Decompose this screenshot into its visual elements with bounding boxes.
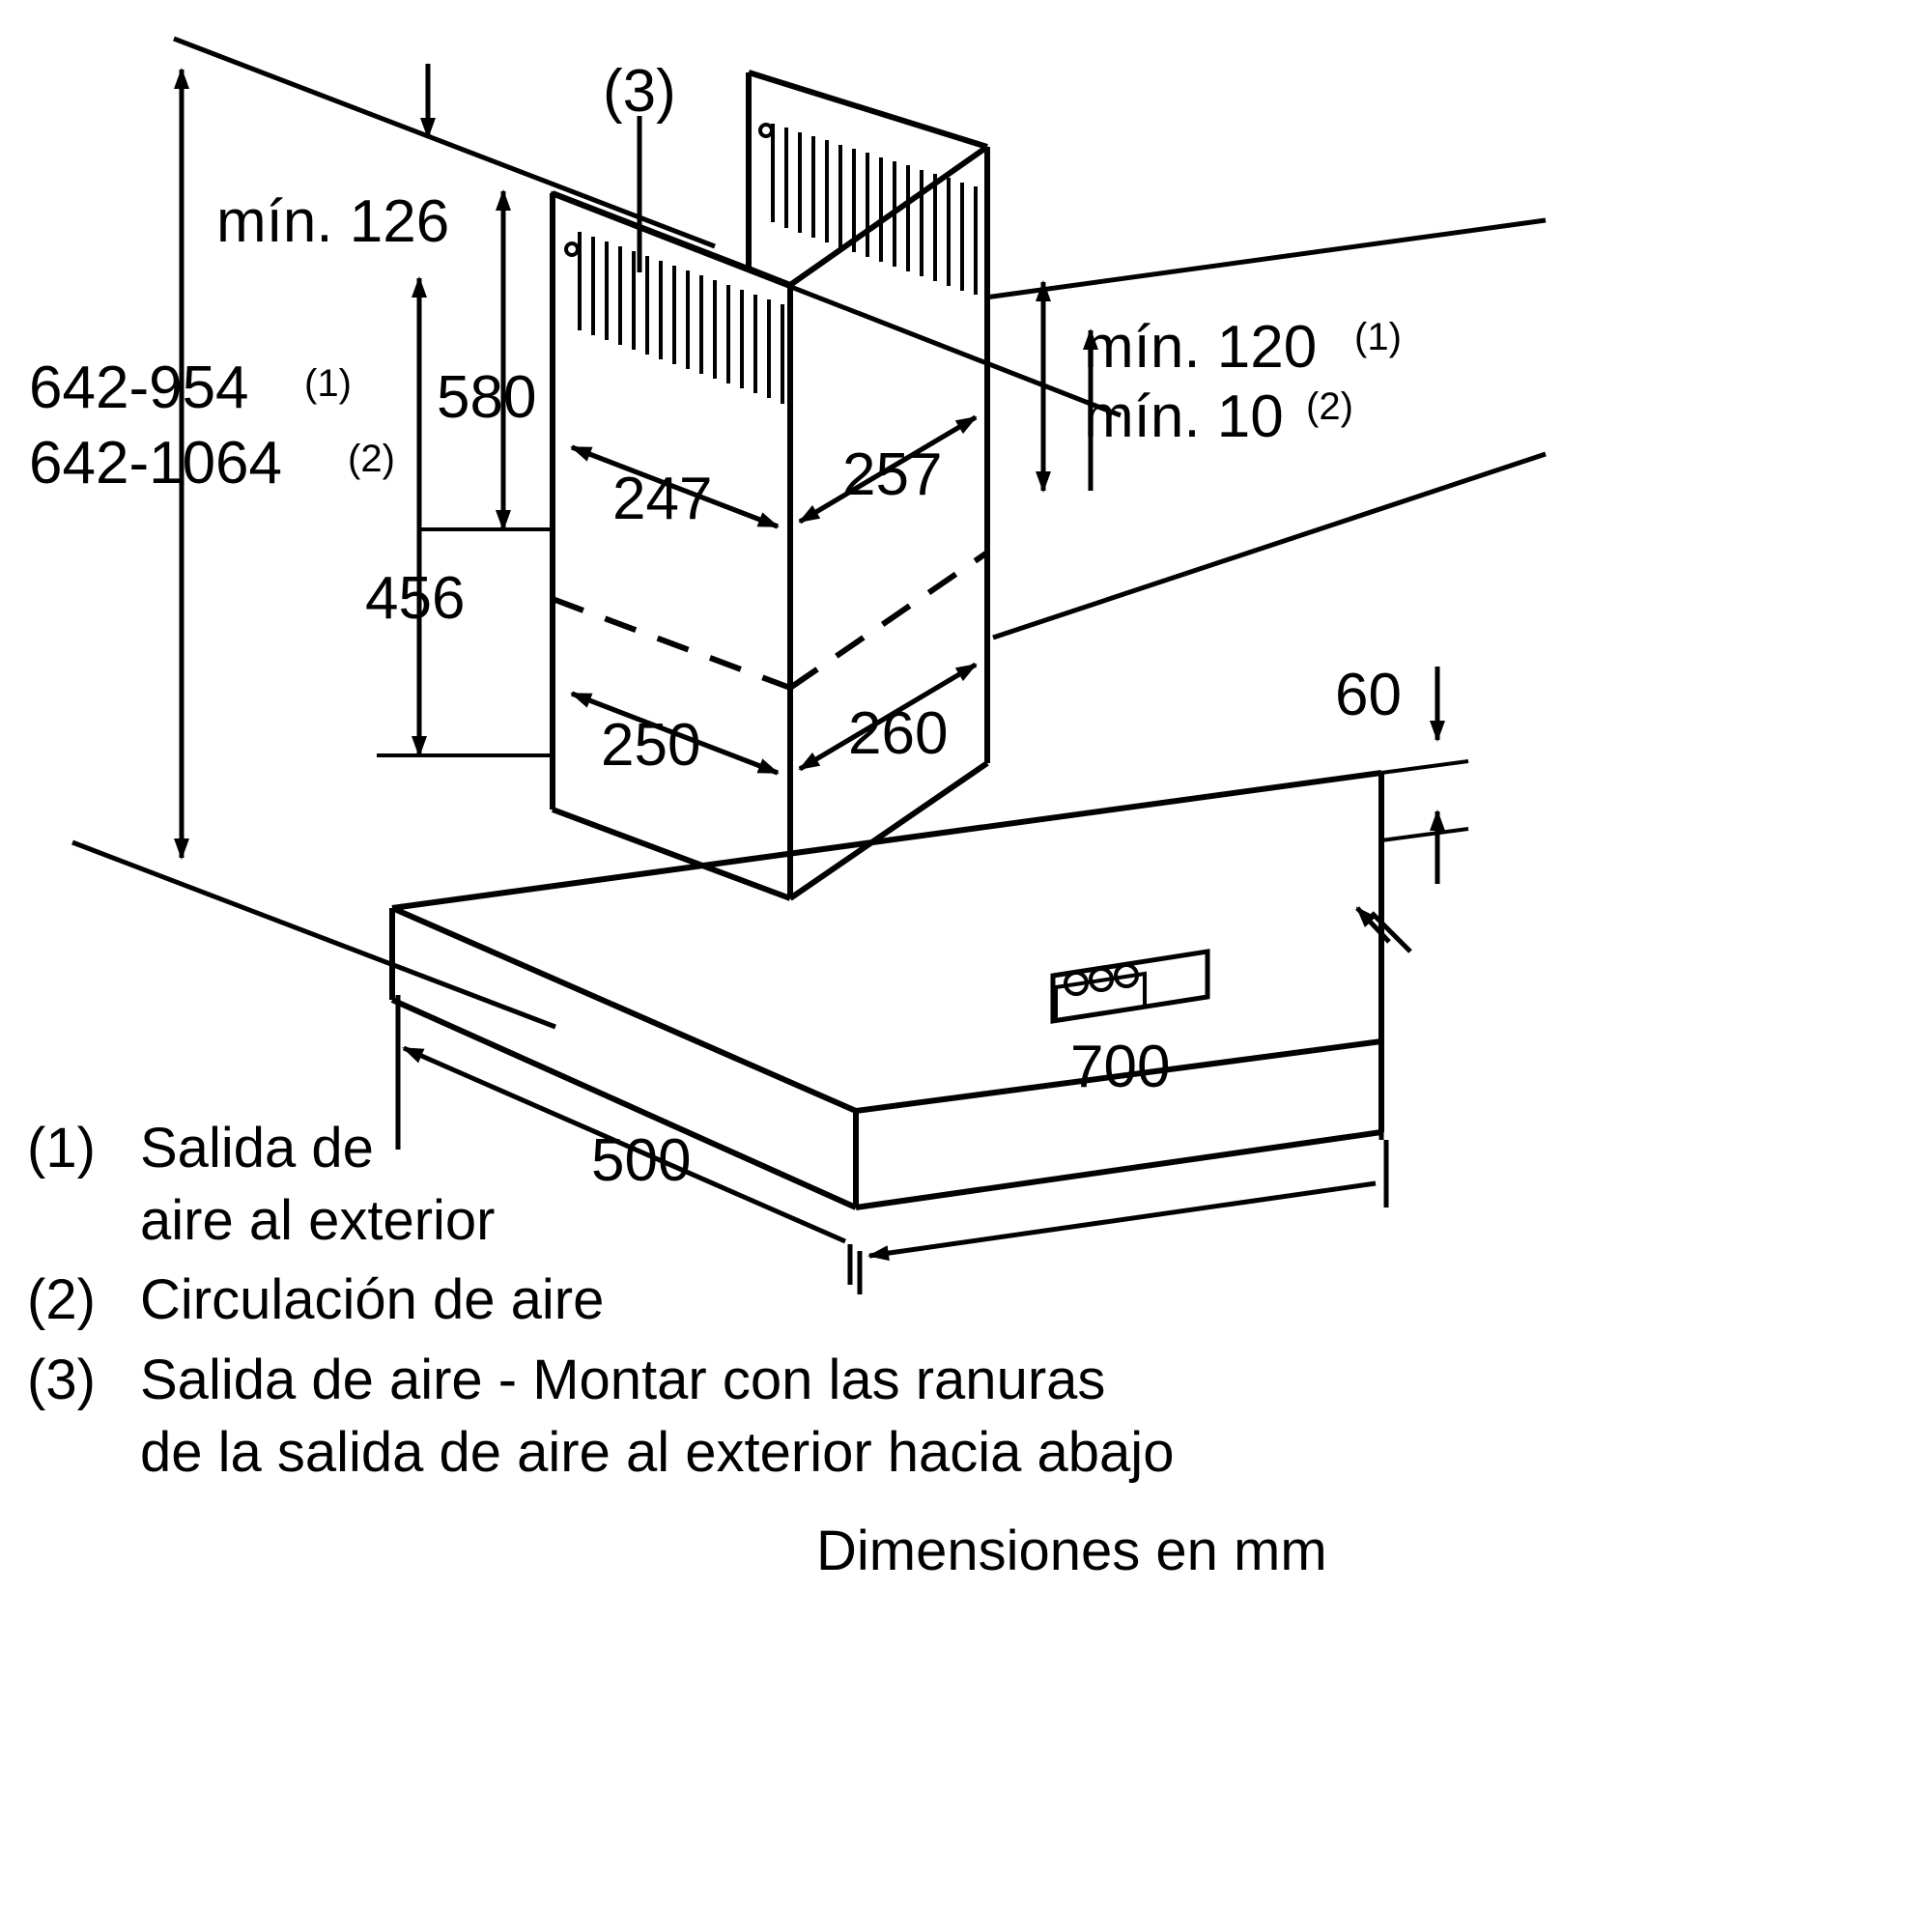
legend-1-line2: aire al exterior — [140, 1189, 495, 1252]
legend-3-line2: de la salida de aire al exterior hacia a… — [140, 1421, 1174, 1484]
units-note: Dimensiones en mm — [816, 1520, 1327, 1582]
label-456: 456 — [365, 565, 465, 632]
legend-2-line1: Circulación de aire — [140, 1268, 604, 1331]
label-260: 260 — [848, 700, 948, 767]
label-total-height-2: 642-1064 — [29, 430, 282, 497]
label-250: 250 — [601, 712, 700, 779]
chimney-upper — [550, 144, 990, 901]
label-247: 247 — [612, 466, 712, 532]
legend-1-line1: Salida de — [140, 1117, 374, 1179]
legend-3-line1: Salida de aire - Montar con las ranuras — [140, 1349, 1105, 1411]
dimline-700 — [857, 911, 1412, 1294]
air-outlet-box — [746, 70, 990, 288]
telescopic-joint-dashed — [551, 550, 989, 691]
label-257: 257 — [842, 441, 942, 508]
control-panel — [1050, 949, 1210, 1024]
label-min-10-sup: (2) — [1306, 385, 1353, 428]
control-button-1[interactable] — [1064, 971, 1089, 996]
hood-canopy — [389, 770, 1384, 1210]
dimline-257 — [798, 414, 978, 525]
dimline-60 — [1380, 667, 1469, 884]
dimline-260 — [798, 662, 978, 772]
control-button-2[interactable] — [1089, 967, 1114, 992]
label-700: 700 — [1070, 1034, 1170, 1100]
legend-1-marker: (1) — [27, 1117, 96, 1179]
label-callout-3: (3) — [603, 58, 676, 125]
dimline-500 — [395, 995, 853, 1285]
vent-slots-front — [578, 232, 784, 404]
witness-lines-left — [377, 527, 555, 757]
dimline-700-arrowhead-group — [1355, 906, 1391, 944]
outlet-hole-marker-upper — [758, 123, 774, 138]
vent-slots-upper — [771, 124, 978, 295]
label-total-height-2-sup: (2) — [348, 438, 395, 480]
dimline-250 — [570, 691, 780, 776]
control-button-3[interactable] — [1114, 963, 1139, 988]
label-60: 60 — [1335, 662, 1402, 728]
label-min-120-sup: (1) — [1354, 316, 1402, 358]
label-580: 580 — [437, 364, 536, 431]
dimline-min-126 — [420, 64, 511, 531]
dimline-247 — [570, 444, 780, 529]
outlet-hole-marker-front — [564, 242, 580, 257]
dimline-min-right — [1036, 280, 1098, 493]
label-500: 500 — [591, 1127, 691, 1194]
label-min-126: mín. 126 — [216, 188, 449, 255]
label-min-120: mín. 120 — [1084, 314, 1317, 381]
label-min-10: mín. 10 — [1084, 384, 1284, 450]
legend-2-marker: (2) — [27, 1268, 96, 1331]
control-panel-bezel — [1050, 949, 1210, 1024]
label-total-height-1-sup: (1) — [304, 362, 352, 405]
label-total-height-1: 642-954 — [29, 355, 249, 421]
legend-3-marker: (3) — [27, 1349, 96, 1411]
